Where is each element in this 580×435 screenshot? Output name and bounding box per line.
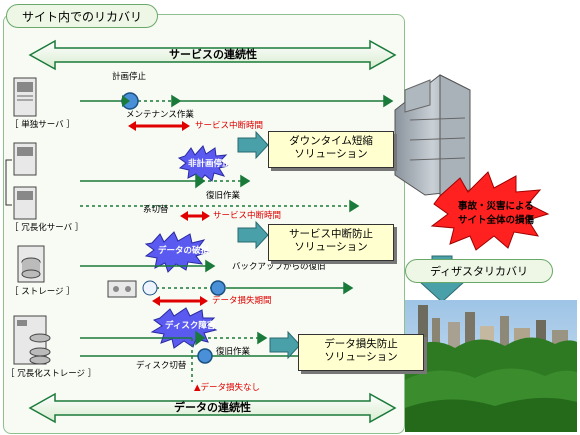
row2-interruption-arrow (180, 211, 210, 221)
redundant-server-icon (5, 142, 37, 220)
row2-timeline (80, 173, 360, 213)
data-loss-period-label: データ損失期間 (212, 296, 272, 306)
backup-tape-icon (107, 280, 158, 298)
unplanned-stop-label: 非計画停止 (188, 159, 231, 169)
row3-timeline (80, 259, 354, 296)
disk-switch-label: ディスク切替 (136, 361, 187, 371)
disaster-burst-line2: サイト全体の損傷 (458, 215, 535, 226)
city-forest-image (405, 300, 577, 432)
disk-failure-label: ディスク障害 (165, 321, 216, 331)
interruption-prevention-box: サービス中断防止 ソリューション (268, 224, 394, 261)
row3-loss-arrow (152, 296, 208, 306)
disaster-burst (430, 171, 550, 251)
row2-interruption-label: サービス中断時間 (213, 211, 282, 221)
data-loss-prevention-box: データ損失防止 ソリューション (298, 334, 424, 371)
solution-arrow-1 (237, 130, 269, 160)
office-building-icon (394, 74, 471, 196)
panel-title: サイト内でのリカバリ (6, 4, 158, 28)
row1-timeline (80, 92, 394, 110)
planned-stop-label: 計画停止 (112, 72, 147, 82)
data-continuity-arrow (28, 392, 397, 424)
data-corruption-label: データの破損 (158, 246, 210, 256)
data-corruption-burst (144, 231, 210, 273)
row1-interruption-arrow (128, 121, 190, 131)
row4-recovery-label: 復旧作業 (216, 347, 251, 357)
no-data-loss-label: ▲データ損失なし (194, 383, 261, 393)
storage-label: ［ ストレージ ］ (10, 287, 75, 297)
data-loss-prevention-line2: ソリューション (324, 351, 398, 364)
downtime-solution-line1: ダウンタイム短縮 (289, 135, 373, 147)
single-server-icon (13, 77, 37, 117)
disaster-burst-line1: 事故・災害による (458, 201, 534, 212)
downtime-solution-box: ダウンタイム短縮 ソリューション (268, 131, 394, 168)
redundant-storage-icon (13, 315, 51, 365)
redundant-storage-label: ［ 冗長化ストレージ ］ (6, 369, 97, 379)
unplanned-stop-burst (177, 145, 230, 183)
row2-recovery-label: 復旧作業 (206, 191, 241, 201)
single-server-label: ［ 単独サーバ ］ (10, 120, 75, 130)
disaster-recovery-label: ディザスタリカバリ (405, 259, 553, 283)
solution-arrow-2 (237, 220, 269, 250)
service-continuity-label: サービスの連続性 (169, 48, 257, 61)
solution-arrow-3 (269, 330, 301, 360)
maintenance-label: メンテナンス作業 (126, 110, 194, 120)
interruption-prevention-line1: サービス中断防止 (289, 228, 373, 240)
interruption-prevention-line2: ソリューション (294, 241, 368, 254)
backup-recovery-label: バックアップからの復旧 (232, 262, 326, 272)
storage-icon (17, 245, 45, 283)
row1-interruption-label: サービス中断時間 (195, 121, 264, 131)
failover-label: 系切替 (143, 205, 169, 215)
data-loss-prevention-line1: データ損失防止 (324, 338, 398, 350)
downtime-solution-line2: ソリューション (294, 148, 368, 161)
redundant-server-label: ［ 冗長化サーバ ］ (10, 223, 84, 233)
service-continuity-arrow (28, 39, 397, 71)
data-continuity-label: データの連続性 (174, 401, 251, 414)
